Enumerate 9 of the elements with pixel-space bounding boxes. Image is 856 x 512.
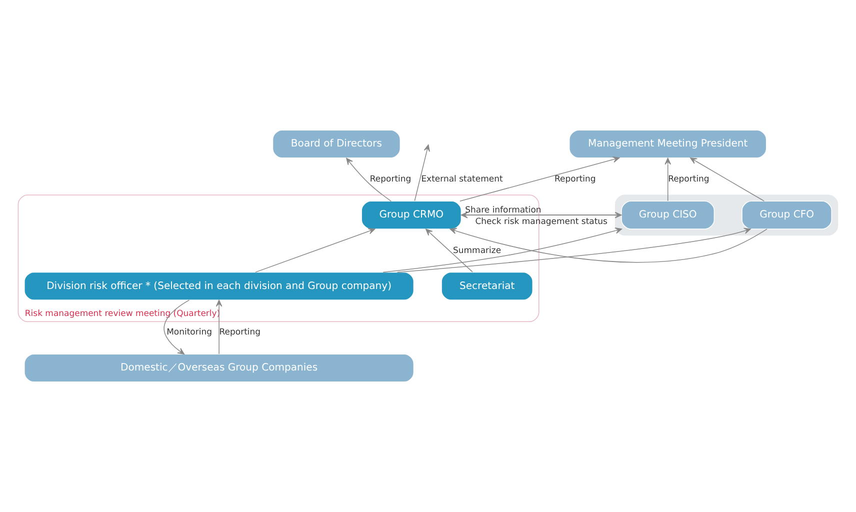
edge-label: Reporting bbox=[554, 174, 596, 185]
edge-label: Share information bbox=[465, 206, 542, 216]
edge-label: Reporting bbox=[219, 328, 261, 338]
edge-label: Summarize bbox=[453, 246, 502, 256]
edge-label: Reporting bbox=[668, 174, 710, 185]
edge-label: Check risk management status bbox=[475, 217, 608, 228]
edge-label: Reporting bbox=[370, 174, 412, 185]
edge-label: External statement bbox=[421, 174, 503, 185]
edge-label: Monitoring bbox=[166, 328, 212, 338]
